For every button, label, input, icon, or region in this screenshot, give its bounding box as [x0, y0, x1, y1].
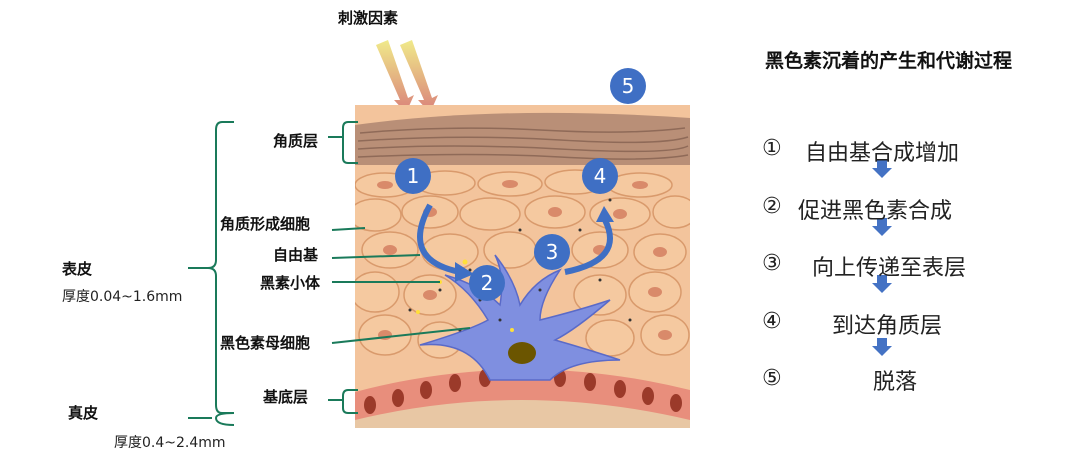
- brackets: [188, 121, 471, 426]
- step-number: ③: [762, 251, 782, 276]
- step-text: 自由基合成增加: [805, 141, 960, 166]
- label-melanosome: 黑素小体: [260, 274, 321, 292]
- label-dermis: 真皮: [68, 404, 99, 422]
- skin-cross-section: [355, 105, 690, 428]
- label-keratinocyte: 角质形成细胞: [220, 215, 311, 233]
- marker-1: 1: [395, 158, 431, 194]
- step-text: 脱落: [873, 370, 918, 395]
- step-number: ①: [762, 136, 782, 161]
- step-number: ④: [762, 309, 782, 334]
- epidermis-thickness: 厚度0.04~1.6mm: [62, 289, 183, 305]
- step-text: 到达角质层: [832, 314, 943, 339]
- label-basal-layer: 基底层: [263, 388, 309, 406]
- step-text: 促进黑色素合成: [798, 199, 953, 224]
- stimulus-label: 刺激因素: [338, 9, 399, 27]
- step-number: ⑤: [762, 366, 782, 391]
- dermis-thickness: 厚度0.4~2.4mm: [114, 435, 226, 451]
- stimulus-arrows: [376, 40, 438, 113]
- step-number: ②: [762, 194, 782, 219]
- marker-3: 3: [534, 234, 570, 270]
- label-melanocyte: 黑色素母细胞: [220, 334, 311, 352]
- step-arrows: [872, 160, 892, 356]
- marker-2: 2: [469, 265, 505, 301]
- label-free-radical: 自由基: [273, 246, 319, 264]
- marker-5: 5: [610, 68, 646, 104]
- label-epidermis: 表皮: [62, 260, 93, 278]
- label-stratum-corneum: 角质层: [273, 132, 319, 150]
- marker-4: 4: [582, 158, 618, 194]
- process-title: 黑色素沉着的产生和代谢过程: [765, 50, 1013, 72]
- step-text: 向上传递至表层: [812, 256, 967, 281]
